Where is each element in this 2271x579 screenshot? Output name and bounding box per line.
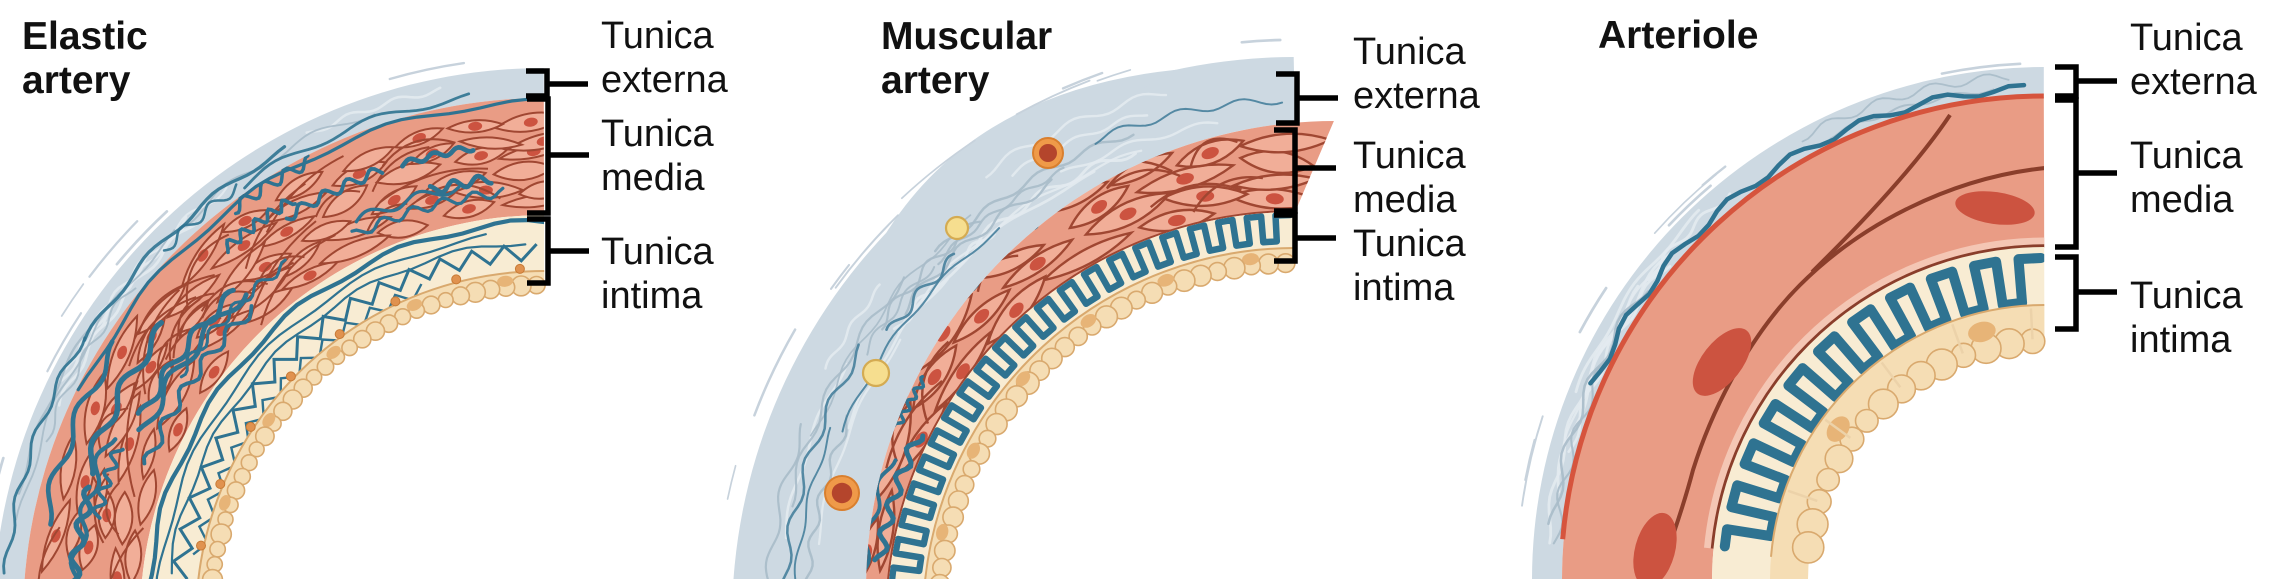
- tunica-intima-layer: [888, 212, 1296, 579]
- bracket-elastic-media: [527, 96, 589, 216]
- label-muscular-tunica-media: Tunica media: [1353, 135, 1466, 221]
- fibroblast-cell: [861, 358, 891, 388]
- title-muscular-artery: Muscular artery: [881, 15, 1053, 102]
- muscular-artery-illustration: [726, 38, 1334, 579]
- label-muscular-tunica-intima: Tunica intima: [1353, 223, 1466, 309]
- tunica-externa-layer: [726, 38, 1295, 579]
- bracket-elastic-externa: [526, 68, 588, 99]
- tunica-media-layer: [1560, 93, 2045, 579]
- internal-elastic-lamina-coil: [888, 212, 1294, 579]
- label-arteriole-tunica-externa: Tunica externa: [2130, 17, 2257, 103]
- fibroblast-cell: [944, 215, 970, 241]
- label-elastic-tunica-externa: Tunica externa: [601, 15, 728, 101]
- label-muscular-tunica-externa: Tunica externa: [1353, 31, 1480, 117]
- smooth-muscle-cell-boundary: [1658, 166, 2045, 579]
- tunica-media-layer: [24, 97, 546, 579]
- label-elastic-tunica-intima: Tunica intima: [601, 231, 714, 317]
- bracket-arteriole-media: [2055, 97, 2117, 250]
- tunica-intima-layer: [1712, 247, 2046, 579]
- elastic-artery-illustration: [0, 61, 546, 579]
- external-elastic-boundary: [1560, 93, 2044, 540]
- title-elastic-artery: Elastic artery: [22, 15, 148, 102]
- tunica-intima-layer: [142, 215, 546, 579]
- tunica-externa-layer: [0, 61, 544, 579]
- bracket-elastic-intima: [527, 216, 589, 286]
- bracket-muscular-intima: [1274, 212, 1336, 264]
- label-arteriole-tunica-intima: Tunica intima: [2130, 275, 2243, 361]
- label-elastic-tunica-media: Tunica media: [601, 113, 714, 199]
- layer-brackets: [526, 64, 2117, 332]
- smooth-muscle-cell-boundary: [1810, 113, 1952, 274]
- bracket-muscular-media: [1274, 127, 1336, 214]
- title-arteriole: Arteriole: [1598, 14, 1759, 57]
- bracket-arteriole-externa: [2055, 64, 2117, 99]
- bracket-muscular-externa: [1276, 71, 1338, 126]
- arteriole-illustration: [1521, 62, 2046, 579]
- internal-elastic-lamina-coil: [1719, 253, 2045, 552]
- label-arteriole-tunica-media: Tunica media: [2130, 135, 2243, 221]
- bracket-arteriole-intima: [2055, 254, 2117, 332]
